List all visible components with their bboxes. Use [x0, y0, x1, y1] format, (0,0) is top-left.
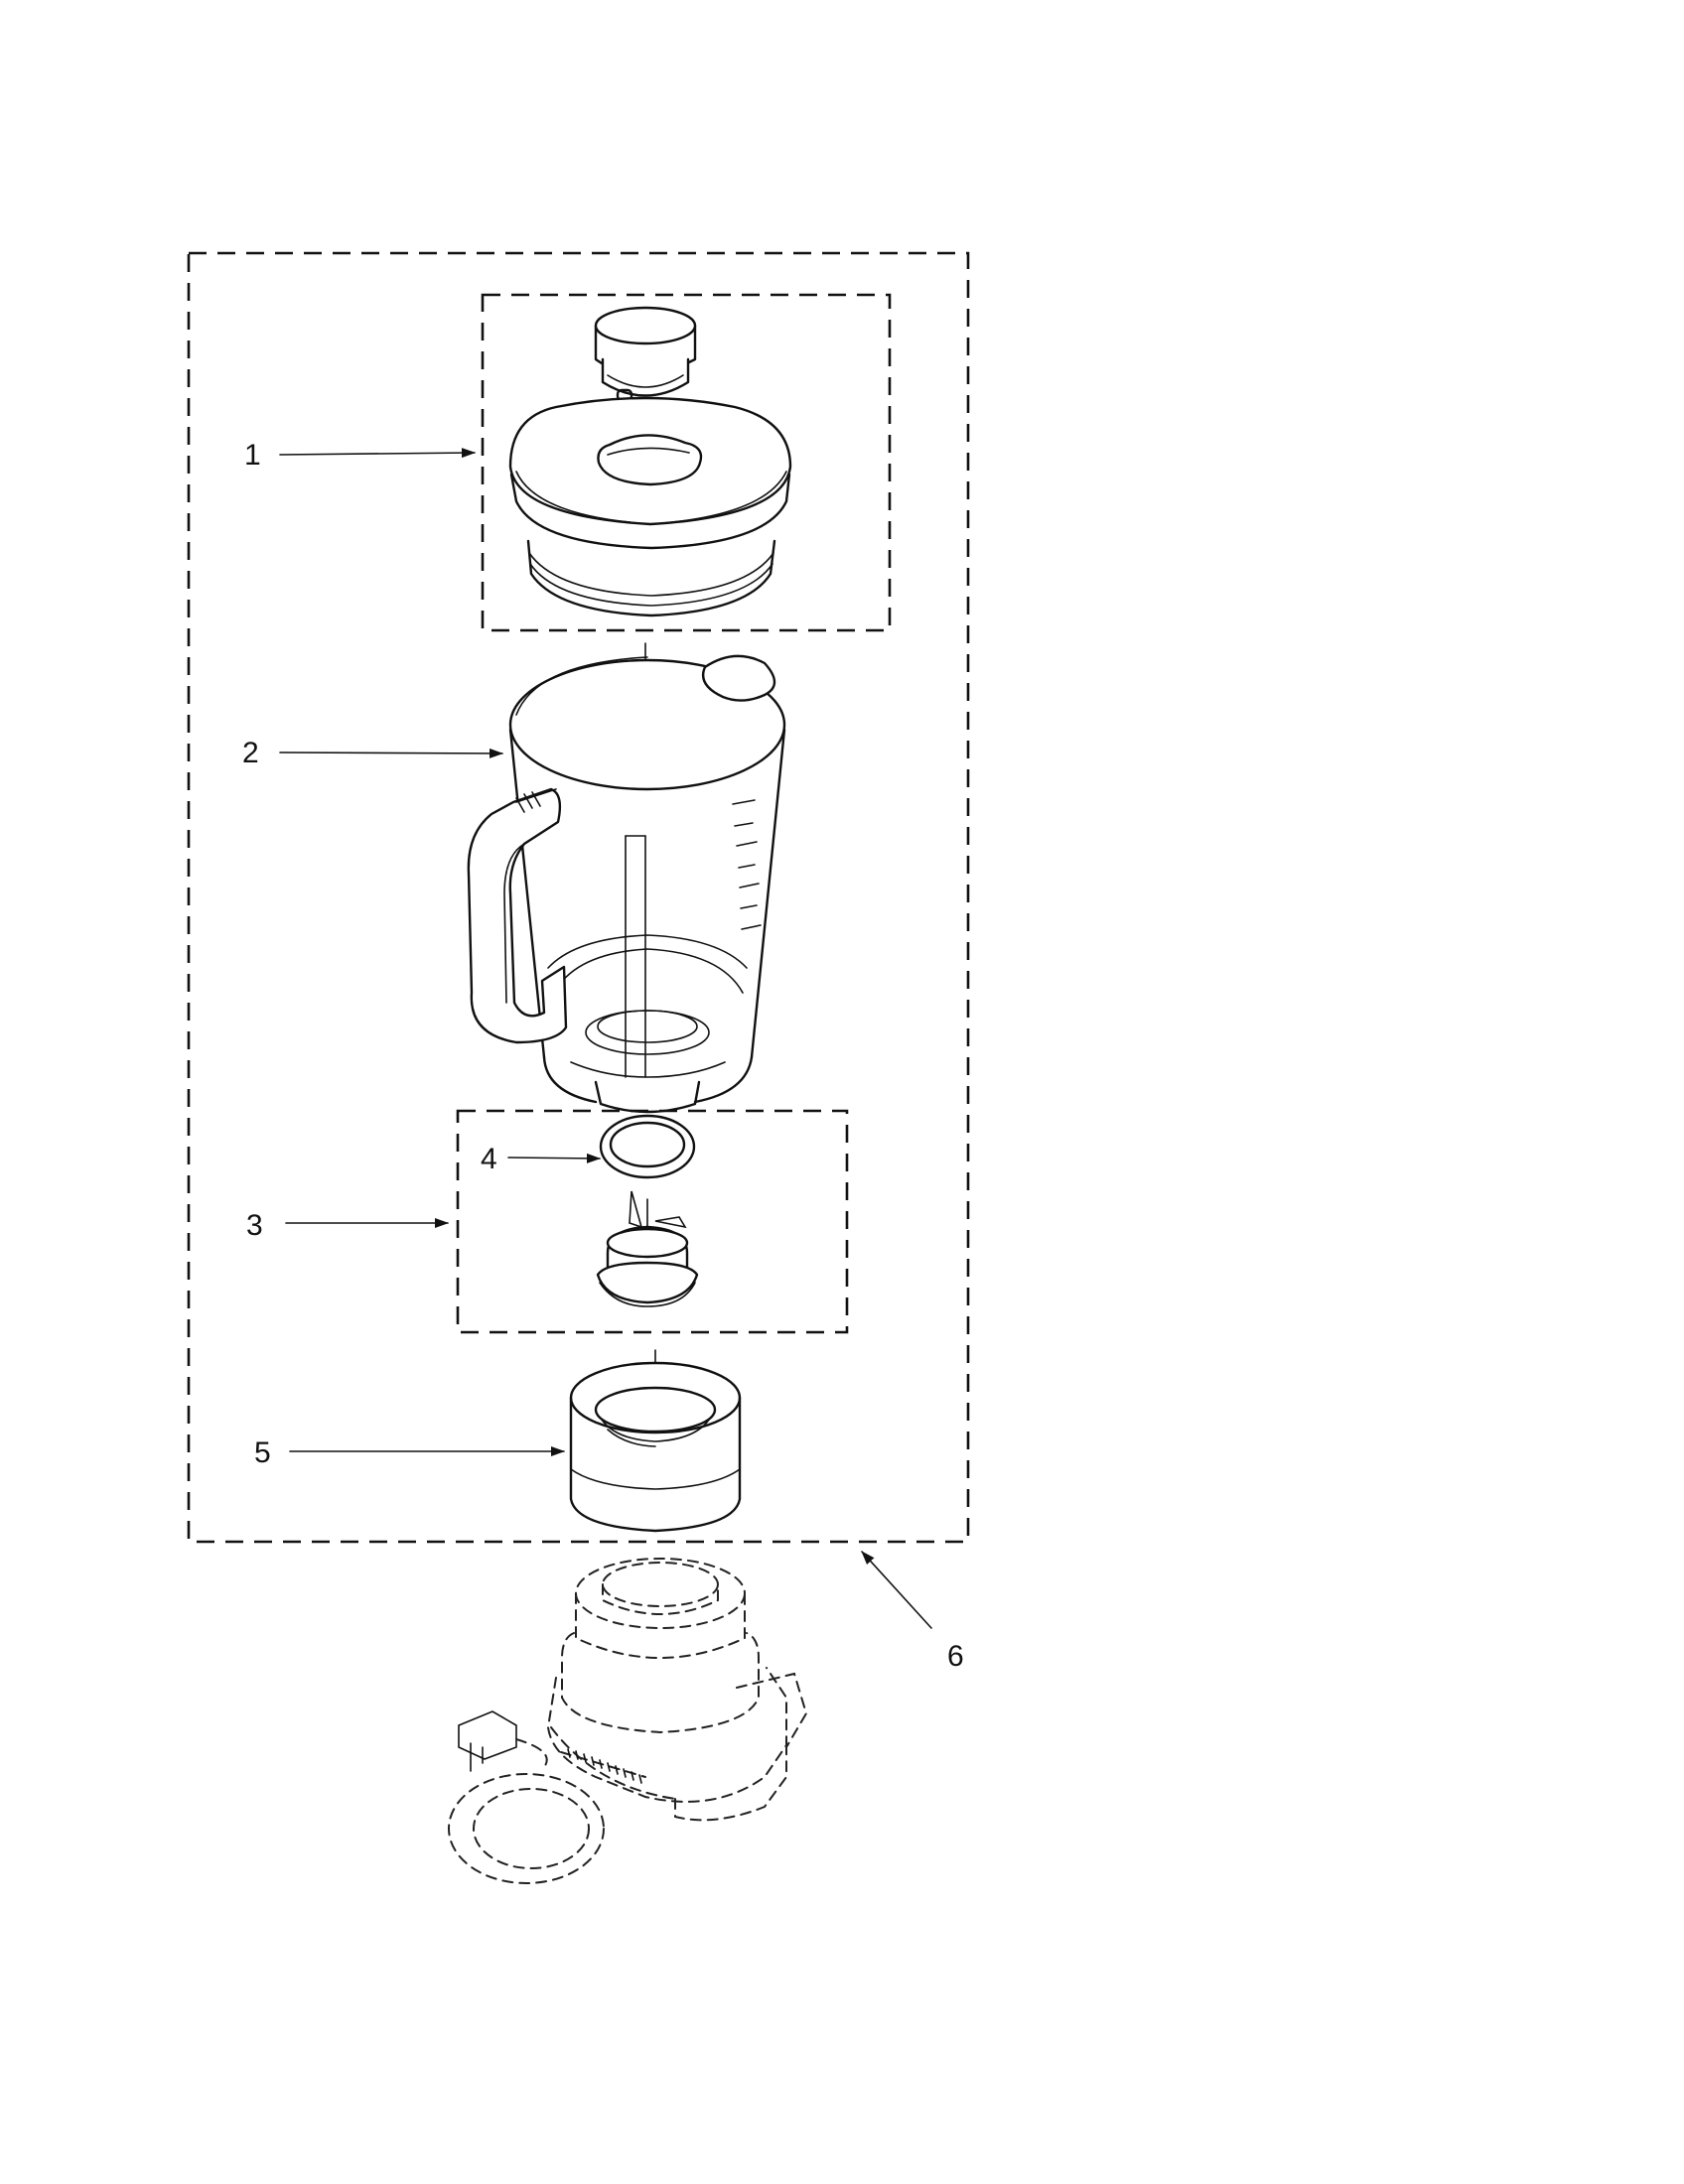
callout-label-5: 5	[254, 1436, 271, 1469]
lid-group-box	[481, 293, 892, 632]
callout-5: 5	[254, 1436, 565, 1469]
callout-6: 6	[861, 1551, 964, 1673]
blade-group-box	[456, 1109, 849, 1334]
callout-2: 2	[242, 737, 503, 769]
callout-label-4: 4	[481, 1143, 497, 1175]
callout-label-6: 6	[947, 1640, 964, 1673]
callout-4: 4	[481, 1143, 601, 1175]
motor-base-reference	[448, 1558, 808, 1884]
blade-assembly-drawing	[596, 1114, 699, 1307]
callout-label-1: 1	[244, 439, 261, 472]
callout-label-3: 3	[246, 1209, 263, 1242]
callout-1: 1	[244, 439, 476, 472]
callout-3: 3	[246, 1209, 449, 1242]
assembly-boundary-box	[187, 251, 970, 1544]
jar-collar-drawing	[569, 1361, 742, 1533]
callout-label-2: 2	[242, 737, 259, 769]
blender-jar-drawing	[467, 654, 786, 1114]
lid-assembly-drawing	[508, 306, 792, 617]
